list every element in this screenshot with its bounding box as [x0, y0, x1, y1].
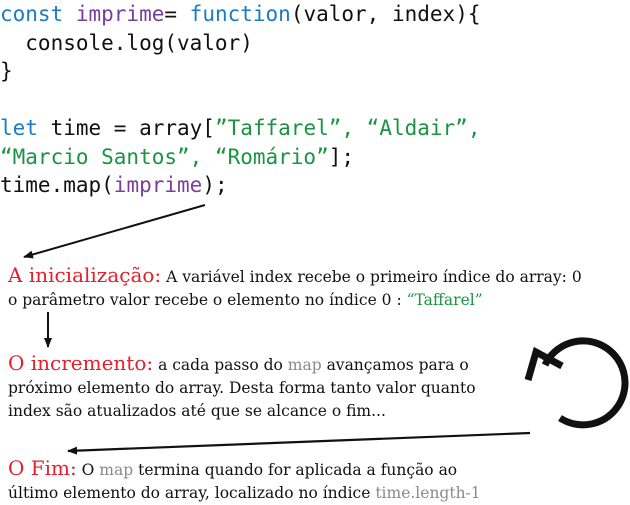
code-reference: map [287, 356, 322, 374]
code-line: const imprime= function(valor, index){ [0, 0, 480, 29]
annotation-text: próximo elemento do array. Desta forma t… [8, 379, 476, 397]
code-line: console.log(valor) [0, 29, 480, 58]
code-block: const imprime= function(valor, index){ c… [0, 0, 480, 200]
code-line: } [0, 57, 480, 86]
code-text: ]; [328, 144, 355, 169]
annotation-text: A variável index recebe o primeiro índic… [161, 268, 582, 286]
code-string: ”Taffarel”, “Aldair”, [214, 116, 481, 140]
code-text: = [164, 2, 190, 26]
code-text: ); [202, 173, 228, 197]
annotation-end: O Fim: O map termina quando for aplicada… [8, 457, 481, 505]
code-keyword: const [0, 2, 76, 26]
code-function-name: imprime [113, 173, 203, 197]
code-line: let time = array[”Taffarel”, “Aldair”, [0, 114, 480, 143]
code-text: time = array[ [50, 116, 215, 140]
code-line: “Marcio Santos”, “Romário”]; [0, 143, 480, 172]
code-text: console.log(valor) [0, 30, 253, 55]
annotation-increment: O incremento: a cada passo do map avança… [8, 352, 476, 423]
annotation-text: último elemento do array, localizado no … [8, 484, 376, 502]
arrow-code-to-init [23, 204, 206, 259]
annotation-initialization: A inicialização: A variável index recebe… [8, 264, 582, 312]
arrow-loop-to-end [67, 431, 531, 455]
code-line: time.map(imprime); [0, 171, 480, 200]
annotation-text: termina quando for aplicada a função ao [133, 461, 458, 479]
annotation-title-end: O Fim: [8, 456, 77, 480]
annotation-text: O [76, 461, 100, 479]
string-highlight: “Taffarel” [406, 291, 483, 309]
annotation-text: o parâmetro valor recebe o elemento no í… [8, 291, 407, 309]
code-string: “Marcio Santos”, “Romário” [0, 144, 329, 169]
code-function-name: imprime [75, 2, 165, 26]
code-reference: map [99, 461, 134, 479]
code-keyword: function [189, 2, 291, 26]
annotation-title-init: A inicialização: [8, 263, 162, 287]
annotation-title-increment: O incremento: [8, 351, 154, 375]
code-text: } [0, 59, 13, 83]
annotation-text: avançamos para o [321, 356, 469, 374]
code-text: time.map( [0, 173, 114, 197]
code-text: (valor, index){ [290, 2, 481, 26]
annotation-text: a cada passo do [153, 356, 288, 374]
loop-cycle-icon [524, 337, 629, 429]
code-keyword: let [0, 116, 51, 140]
annotation-text: index são atualizados até que se alcance… [8, 402, 386, 420]
code-reference: time.length-1 [375, 484, 481, 502]
